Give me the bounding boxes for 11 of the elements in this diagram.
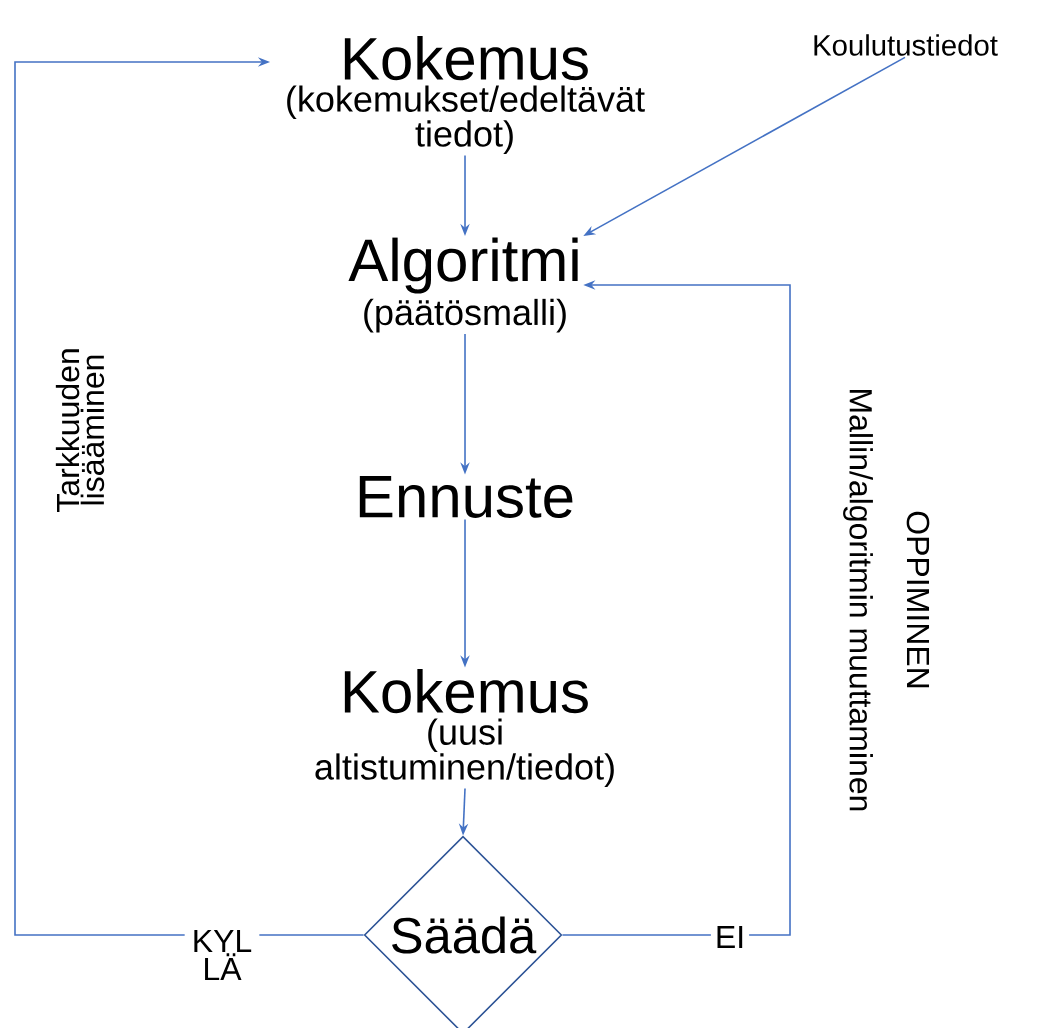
step-text: Ennuste [359, 476, 573, 518]
arrow [14, 57, 365, 936]
edge-label: EI [710, 922, 750, 952]
rotated-label: OPPIMINEN [906, 511, 930, 688]
step-text: Algoritmi (päätösmalli) [348, 237, 578, 333]
step-text: Kokemus (uusi altistuminen/tiedot) [315, 669, 614, 787]
edge-label: KYL LÄ [184, 925, 260, 985]
step-text: Kokemus (kokemukset/edeltävät tiedot) [287, 36, 645, 154]
rotated-label: Tarkkuuden lisääminen [55, 349, 105, 512]
rotated-label: Mallin/algoritmin muuttaminen [843, 390, 873, 811]
source-text: Koulutustiedot [814, 34, 998, 56]
